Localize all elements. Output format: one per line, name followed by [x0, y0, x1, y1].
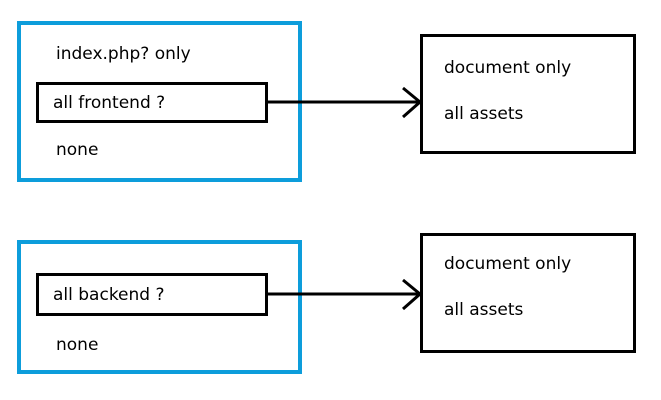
backend-arrowhead-icon	[402, 278, 423, 311]
frontend-selected-option-box[interactable]: all frontend ?	[36, 82, 268, 123]
backend-target-line-1: document only	[444, 254, 572, 274]
frontend-target-line-2: all assets	[444, 104, 524, 124]
frontend-target-box[interactable]	[420, 34, 636, 154]
backend-target-box[interactable]	[420, 233, 636, 353]
frontend-target-line-1: document only	[444, 58, 572, 78]
backend-group-box[interactable]	[17, 240, 302, 374]
frontend-option-index-php: index.php? only	[56, 44, 191, 64]
frontend-arrowhead-icon	[402, 86, 423, 119]
frontend-selected-option-label: all frontend ?	[53, 92, 166, 113]
frontend-option-none: none	[56, 140, 99, 160]
backend-selected-option-box[interactable]: all backend ?	[36, 273, 268, 316]
backend-target-line-2: all assets	[444, 300, 524, 320]
backend-option-none: none	[56, 335, 99, 355]
backend-selected-option-label: all backend ?	[53, 284, 165, 305]
